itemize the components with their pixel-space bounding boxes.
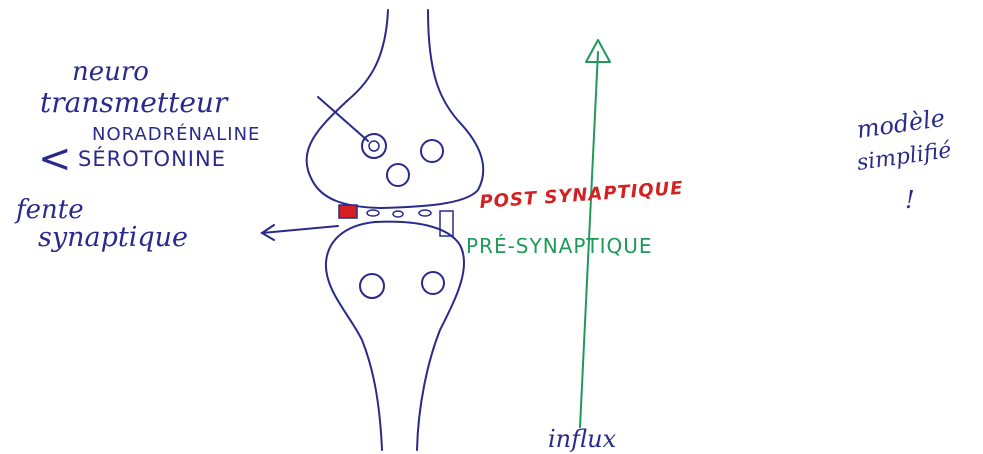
cleft-label-line1: fente	[14, 195, 84, 225]
impulse-label: influx	[548, 425, 617, 453]
neurotransmitter-label-line1: neuro	[72, 57, 149, 87]
vesicle	[387, 164, 409, 186]
vesicle	[422, 272, 444, 294]
vesicle-inner	[369, 141, 379, 151]
lower-neuron-terminal	[326, 222, 382, 450]
model-exclamation: !	[905, 186, 915, 214]
neurotransmitter-example-1: NORADRÉNALINE	[92, 123, 260, 145]
neurotransmitter-example-2: SÉROTONINE	[78, 146, 226, 171]
presynaptic-label: PRÉ-SYNAPTIQUE	[466, 234, 653, 258]
cleft-molecule	[393, 211, 403, 217]
model-label-line2: simplifié	[855, 138, 953, 176]
model-label-line1: modèle	[855, 104, 947, 144]
cleft-arrow-shaft	[262, 226, 338, 233]
lower-neuron-terminal-right	[375, 222, 464, 450]
postsynaptic-label: POST SYNAPTIQUE	[479, 178, 684, 213]
receptor-red	[339, 205, 357, 218]
cleft-label-line2: synaptique	[38, 222, 188, 253]
vesicle	[360, 274, 384, 298]
neurotransmitter-label-line2: transmetteur	[40, 86, 229, 119]
cleft-molecule	[367, 210, 379, 216]
cleft-molecule	[419, 210, 431, 216]
vesicle	[421, 140, 443, 162]
example-bracket: <	[38, 136, 72, 182]
